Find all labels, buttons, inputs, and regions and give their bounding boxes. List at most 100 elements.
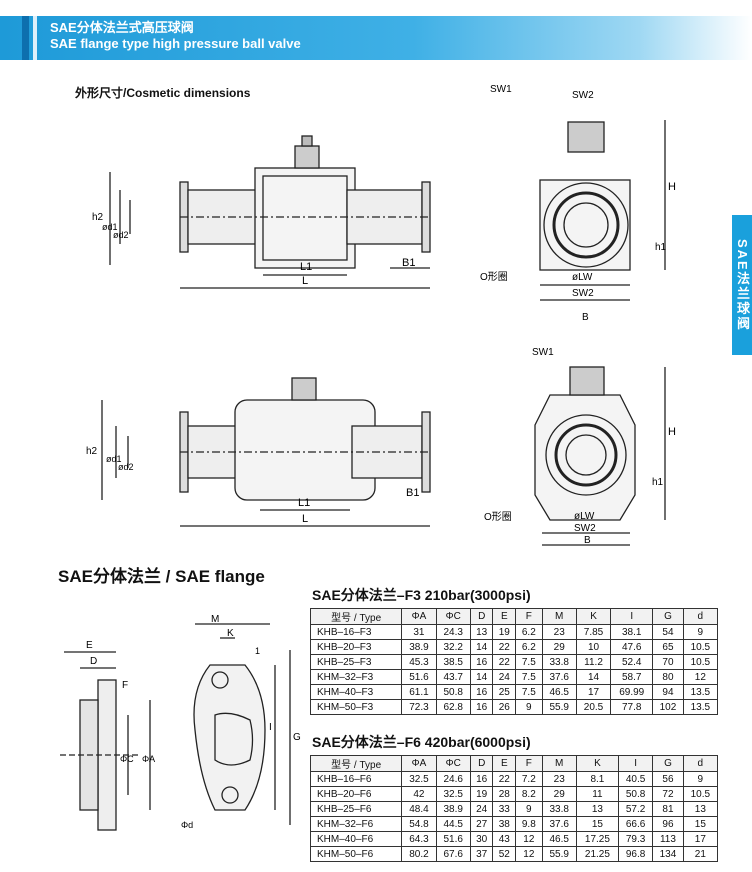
- value-cell: 7.85: [575, 624, 612, 640]
- label-K: K: [227, 628, 234, 639]
- value-cell: 16: [469, 684, 494, 700]
- value-cell: 134: [652, 846, 684, 862]
- col-M: M: [541, 608, 577, 625]
- value-cell: 7.2: [515, 771, 543, 787]
- value-cell: 56: [652, 771, 684, 787]
- value-cell: 67.6: [435, 846, 471, 862]
- value-cell: 45.3: [401, 654, 437, 670]
- label-d1: ød1: [102, 222, 118, 232]
- value-cell: 15: [682, 816, 719, 832]
- value-cell: 58.7: [610, 669, 654, 685]
- value-cell: 24.6: [435, 771, 471, 787]
- table-f6-title: SAE分体法兰–F6 420bar(6000psi): [312, 734, 531, 750]
- label-I: I: [269, 722, 272, 733]
- value-cell: 70: [652, 654, 684, 670]
- value-cell: 16: [469, 699, 494, 715]
- table-f3: 型号 / Type ΦA ΦC D E F M K I G d KHB–16–F…: [309, 608, 719, 715]
- type-cell: KHB–16–F3: [309, 624, 403, 640]
- value-cell: 13: [575, 801, 619, 817]
- label-phiA: ΦA: [142, 754, 155, 764]
- valve-end-view-1: SW1 SW2 H h1 øLW SW2 B O形圈: [480, 84, 676, 323]
- value-cell: 52.4: [610, 654, 654, 670]
- value-cell: 54: [652, 624, 684, 640]
- col-F: F: [515, 755, 543, 772]
- value-cell: 29: [541, 639, 577, 655]
- col-M: M: [541, 755, 577, 772]
- value-cell: 50.8: [617, 786, 654, 802]
- header-band: [0, 16, 752, 60]
- value-cell: 32.5: [401, 771, 437, 787]
- label-D: D: [90, 656, 97, 667]
- value-cell: 12: [682, 669, 719, 685]
- value-cell: 46.5: [541, 684, 577, 700]
- col-D: D: [469, 608, 494, 625]
- value-cell: 29: [541, 786, 577, 802]
- col-E: E: [492, 608, 517, 625]
- value-cell: 64.3: [401, 831, 437, 847]
- value-cell: 38.9: [435, 801, 471, 817]
- valve-end-view-2: SW1 H h1 øLW SW2 B O形圈: [484, 347, 676, 546]
- value-cell: 102: [652, 699, 684, 715]
- value-cell: 37: [469, 846, 494, 862]
- value-cell: 48.4: [401, 801, 437, 817]
- label-H-2: H: [668, 426, 676, 438]
- col-phiC: ΦC: [435, 755, 471, 772]
- col-G: G: [652, 608, 684, 625]
- value-cell: 38.5: [435, 654, 471, 670]
- value-cell: 33.8: [541, 654, 577, 670]
- value-cell: 69.99: [610, 684, 654, 700]
- label-LW: øLW: [572, 272, 593, 283]
- value-cell: 46.5: [541, 831, 577, 847]
- value-cell: 38.1: [610, 624, 654, 640]
- value-cell: 17: [575, 684, 612, 700]
- value-cell: 21: [682, 846, 719, 862]
- value-cell: 80.2: [401, 846, 437, 862]
- label-one: 1: [255, 646, 260, 656]
- value-cell: 51.6: [401, 669, 437, 685]
- value-cell: 20.5: [575, 699, 612, 715]
- label-d2: ød2: [113, 230, 129, 240]
- page-title-cn: SAE分体法兰式高压球阀: [50, 20, 194, 35]
- col-G: G: [652, 755, 684, 772]
- label-B1: B1: [402, 257, 415, 269]
- value-cell: 23: [541, 771, 577, 787]
- value-cell: 37.6: [541, 669, 577, 685]
- value-cell: 6.2: [515, 624, 543, 640]
- value-cell: 43.7: [435, 669, 471, 685]
- type-cell: KHM–50–F3: [309, 699, 403, 715]
- label-h1: h1: [655, 242, 667, 253]
- value-cell: 17.25: [575, 831, 619, 847]
- valve-side-view-1: L1 L B1 h2 ød1 ød2: [92, 135, 431, 289]
- table-f3-title: SAE分体法兰–F3 210bar(3000psi): [312, 587, 531, 603]
- table-f6: 型号 / Type ΦA ΦC D E F M K I G d KHB–16–F…: [309, 755, 719, 862]
- value-cell: 33.8: [541, 801, 577, 817]
- col-d: d: [682, 608, 719, 625]
- value-cell: 19: [469, 786, 494, 802]
- value-cell: 7.5: [515, 669, 543, 685]
- page-title-en: SAE flange type high pressure ball valve: [50, 36, 301, 51]
- label-phiC: ΦC: [120, 754, 134, 764]
- value-cell: 22: [492, 771, 517, 787]
- type-cell: KHM–32–F3: [309, 669, 403, 685]
- value-cell: 12: [515, 846, 543, 862]
- flange-heading: SAE分体法兰 / SAE flange: [58, 567, 265, 586]
- value-cell: 51.6: [435, 831, 471, 847]
- value-cell: 15: [575, 816, 619, 832]
- type-cell: KHM–32–F6: [309, 816, 403, 832]
- value-cell: 44.5: [435, 816, 471, 832]
- label-LW-2: øLW: [574, 511, 595, 522]
- value-cell: 21.25: [575, 846, 619, 862]
- value-cell: 13: [469, 624, 494, 640]
- col-type: 型号 / Type: [309, 755, 403, 772]
- value-cell: 55.9: [541, 846, 577, 862]
- value-cell: 24.3: [435, 624, 471, 640]
- value-cell: 12: [515, 831, 543, 847]
- value-cell: 11.2: [575, 654, 612, 670]
- value-cell: 80: [652, 669, 684, 685]
- side-tab: SAE法兰球阀: [732, 215, 752, 355]
- value-cell: 31: [401, 624, 437, 640]
